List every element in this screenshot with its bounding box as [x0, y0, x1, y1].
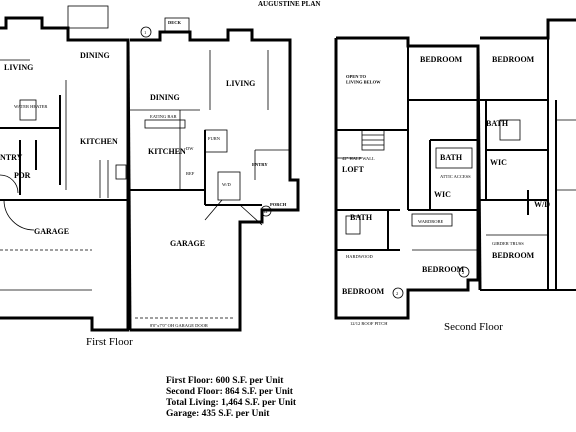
- note-half-wall: 42" HALF WALL: [342, 156, 375, 161]
- room-garage: GARAGE: [170, 239, 205, 248]
- room-entry-left: NTRY: [0, 153, 23, 162]
- room-living: LIVING: [226, 79, 255, 88]
- first-floor-caption: First Floor: [86, 336, 133, 348]
- unit-marker-2b: 2: [462, 270, 464, 275]
- first-floor-plan: 1 12 LIVING DINING KITCHEN NTRY PDR GARA…: [0, 5, 300, 348]
- note-wd: W/D: [222, 182, 231, 187]
- room-wic-top: WIC: [490, 158, 507, 167]
- room-bath-top: BATH: [486, 119, 509, 128]
- note-dw: DW: [186, 146, 194, 151]
- room-bath-mid: BATH: [440, 153, 463, 162]
- unit-marker-1: 1: [144, 30, 146, 35]
- room-bedroom-5: BEDROOM: [342, 287, 385, 296]
- room-entry: ENTRY: [252, 162, 268, 167]
- room-dining: DINING: [150, 93, 180, 102]
- area-summary: First Floor: 600 S.F. per Unit Second Fl…: [166, 376, 296, 420]
- note-girder-truss: GIRDER TRUSS: [492, 241, 524, 246]
- second-floor-caption: Second Floor: [444, 321, 503, 333]
- summary-total-living: Total Living: 1,464 S.F. per Unit: [166, 398, 297, 408]
- unit-marker-2a: 2: [396, 291, 398, 296]
- room-loft: LOFT: [342, 165, 364, 174]
- summary-first-floor: First Floor: 600 S.F. per Unit: [166, 376, 284, 386]
- note-water-heater: WATER HEATER: [14, 104, 47, 109]
- room-pdr: PDR: [14, 171, 31, 180]
- room-porch: PORCH: [270, 202, 287, 207]
- room-bath-left: BATH: [350, 213, 373, 222]
- unit-marker-12: 12: [263, 209, 268, 214]
- room-garage-left: GARAGE: [34, 227, 69, 236]
- note-ref: REF: [186, 171, 195, 176]
- room-bedroom-1: BEDROOM: [420, 55, 463, 64]
- summary-garage: Garage: 435 S.F. per Unit: [166, 409, 270, 419]
- note-garage-door: 8'0"x7'0" OH GARAGE DOOR: [150, 323, 208, 328]
- room-bedroom-4: BEDROOM: [422, 265, 465, 274]
- note-furn: FURN: [208, 136, 221, 141]
- note-wardrobe: WARDROBE: [418, 219, 444, 224]
- room-bedroom-2: BEDROOM: [492, 55, 535, 64]
- room-bedroom-3: BEDROOM: [492, 251, 535, 260]
- room-kitchen-left: KITCHEN: [80, 137, 118, 146]
- room-wic: WIC: [434, 190, 451, 199]
- plan-title: AUGUSTINE PLAN: [258, 0, 320, 8]
- room-dining-left: DINING: [80, 51, 110, 60]
- room-wd: W/D: [534, 200, 550, 209]
- note-hardwood: HARDWOOD: [346, 254, 373, 259]
- note-roof-pitch: 12/12 ROOF PITCH: [350, 321, 388, 326]
- room-deck: DECK: [168, 20, 182, 25]
- note-eating-bar: EATING BAR: [150, 114, 177, 119]
- summary-second-floor: Second Floor: 864 S.F. per Unit: [166, 387, 293, 397]
- room-kitchen: KITCHEN: [148, 147, 186, 156]
- room-living-left: LIVING: [4, 63, 33, 72]
- note-attic-access: ATTIC ACCESS: [440, 174, 471, 179]
